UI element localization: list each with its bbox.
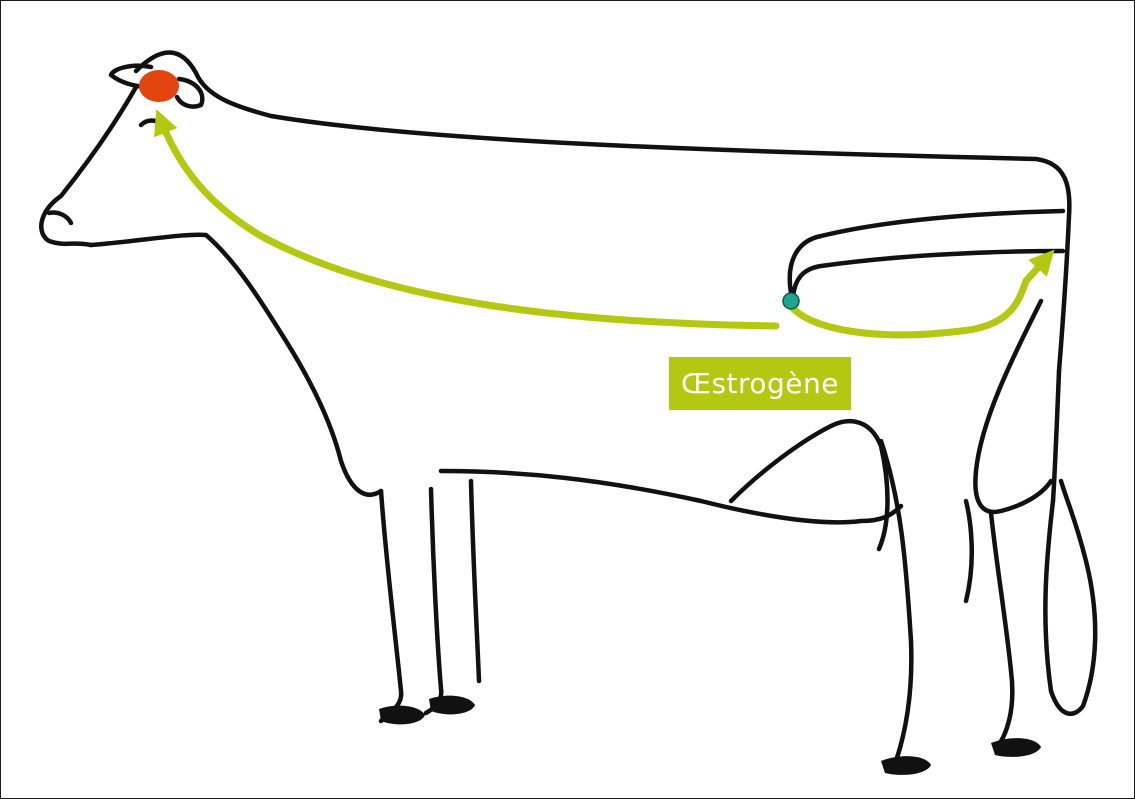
arrow-to-brain (161, 121, 776, 326)
hooves (379, 696, 1041, 775)
brain-dot (139, 70, 179, 102)
estrogen-label: Œstrogène (669, 357, 851, 410)
ovary-dot (783, 293, 799, 309)
arrow-to-uterus (791, 259, 1046, 335)
cow-outline (41, 52, 1095, 761)
